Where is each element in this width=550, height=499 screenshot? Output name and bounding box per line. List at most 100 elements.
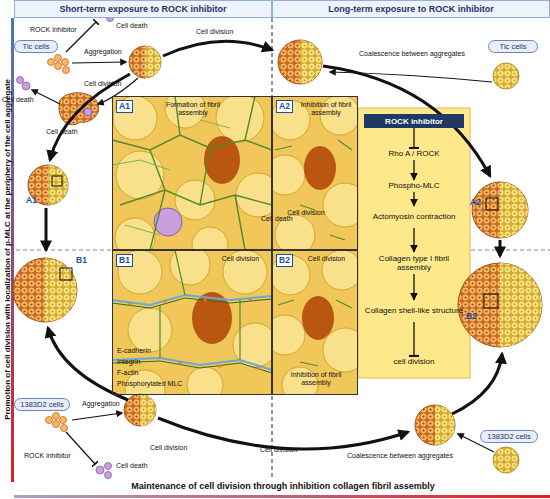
cycle-arrow [46,41,502,449]
process-label: Aggregation [84,48,132,56]
cell-line-badge: Tic cells [14,40,58,53]
panel-text: Inhibition of fibril assembly [281,371,351,386]
process-label: Coalescence between aggregates [352,50,472,58]
cell-aggregate [278,40,322,84]
cell-aggregate [472,182,528,238]
cell-line-badge: 1383D2 cells [14,398,70,411]
pathway-arrow [413,192,414,206]
zoom-panel: A1Formation of fibril assemblyCell death [112,96,272,250]
process-arrow [32,62,494,452]
panel-tag: B2 [276,254,293,267]
zoom-panel-art [112,250,272,395]
node-text: Tic cells [500,42,527,51]
process-label: Cell death [116,462,156,470]
node-text: Long-term exposure to ROCK inhibitor [328,4,494,14]
cell-aggregate [124,394,156,426]
cell-aggregate [129,46,161,78]
node-text: Tic cells [23,42,50,51]
cell-line-badge: Tic cells [488,40,538,53]
process-label: Cell division [260,446,310,454]
panel-text: Phosphorylated MLC [117,380,207,388]
inhibitor-box: ROCK inhibitor [364,114,464,128]
inhibition-connector [413,128,414,148]
panel-text: F-actin [117,369,138,377]
panel-tag: B1 [116,254,133,267]
collagen-fibril [275,140,352,240]
callout-tag: A1 [26,196,42,205]
zoom-panel-art [272,250,358,395]
cell-aggregate [13,258,77,322]
node-text: cell division [394,357,435,366]
dead-cell [154,208,182,236]
panel-text: Formation of fibril assembly [153,101,233,116]
process-label: ROCK inhibitor [30,26,82,34]
cell-group [272,96,358,250]
pathway-arrow [413,160,414,180]
collagen-fibril [160,250,240,360]
panel-tag: A2 [276,100,293,113]
node-text: ROCK inhibitor [385,117,443,126]
panel-text: Cell division [213,255,268,263]
cell-group [272,250,358,395]
node-text: Rho A / ROCK [388,149,439,158]
panel-text: Inhibition of fibril assembly [297,101,355,116]
dead-cell [84,108,92,116]
cell-aggregate [458,263,542,347]
inhibition-connector [413,322,414,356]
pathway-step: cell division [362,356,466,368]
inhibition-line [66,22,96,464]
f-actin-line [112,298,272,373]
nucleus [204,136,240,184]
panel-tag: A1 [116,100,133,113]
callout-tag: A2 [470,198,486,207]
cell-group [118,250,272,395]
cell-aggregate [415,405,455,445]
section-header: Long-term exposure to ROCK inhibitor [272,0,550,18]
pathway-step: Phospho-MLC [362,180,466,192]
process-label: Cell division [150,444,200,452]
zoom-panel: B1 Cell divisionE-cadherinIntegrinF-actin… [112,250,272,395]
cell-line-badge: 1383D2 cells [480,430,538,443]
pathway-step: Rho A / ROCK [362,148,466,160]
panel-text: Cell death [261,215,293,223]
section-header: Short-term exposure to ROCK inhibitor [14,0,272,18]
pathway-arrow [413,274,414,300]
yellow-aggregate [493,63,519,89]
node-text: Collagen type I fibril assembly [362,254,466,272]
panel-text: E-cadherin [117,347,151,355]
collagen-fibril [112,120,230,235]
zoom-panel: B2 Cell divisionInhibition of fibril asse… [272,250,358,395]
process-label: Cell death [2,96,42,104]
process-label: Aggregation [82,400,130,408]
zoom-square [52,176,498,308]
panel-text: Integrin [117,358,140,366]
node-text: 1383D2 cells [487,432,530,441]
panel-text: Cell division [299,255,354,263]
axis-caption: Promotion of cell division with localiza… [4,19,13,479]
node-text: 1383D2 cells [20,400,63,409]
process-label: Cell death [46,128,86,136]
yellow-aggregate [493,447,519,473]
collagen-fibril [278,300,352,366]
axis-caption: Maintenance of cell division through inh… [16,482,550,492]
cell-group [113,96,272,250]
node-text: Short-term exposure to ROCK inhibitor [59,4,226,14]
nucleus [302,296,334,340]
pathway-step: Actomyosin contraction [362,206,466,228]
pathway-step: Collagen type I fibril assembly [362,252,466,274]
node-text: Phospho-MLC [388,181,439,190]
node-text: Collagen shell-like structure [365,306,463,315]
nucleus [304,146,336,190]
node-text: Actomyosin contraction [373,212,456,221]
callout-tag: B1 [76,256,92,265]
gradient-bar [14,495,550,498]
process-label: Cell death [116,22,156,30]
callout-tag: B2 [466,312,482,321]
zoom-panel-art [112,96,272,250]
zoom-panel-art [272,96,358,250]
process-label: Coalescence between aggregates [340,452,460,460]
pathway-panel [358,108,470,378]
pathway-arrow [413,228,414,252]
process-label: ROCK inhibitor [24,452,76,460]
zoom-panel: A2Inhibition of fibril assemblyCell divi… [272,96,358,250]
